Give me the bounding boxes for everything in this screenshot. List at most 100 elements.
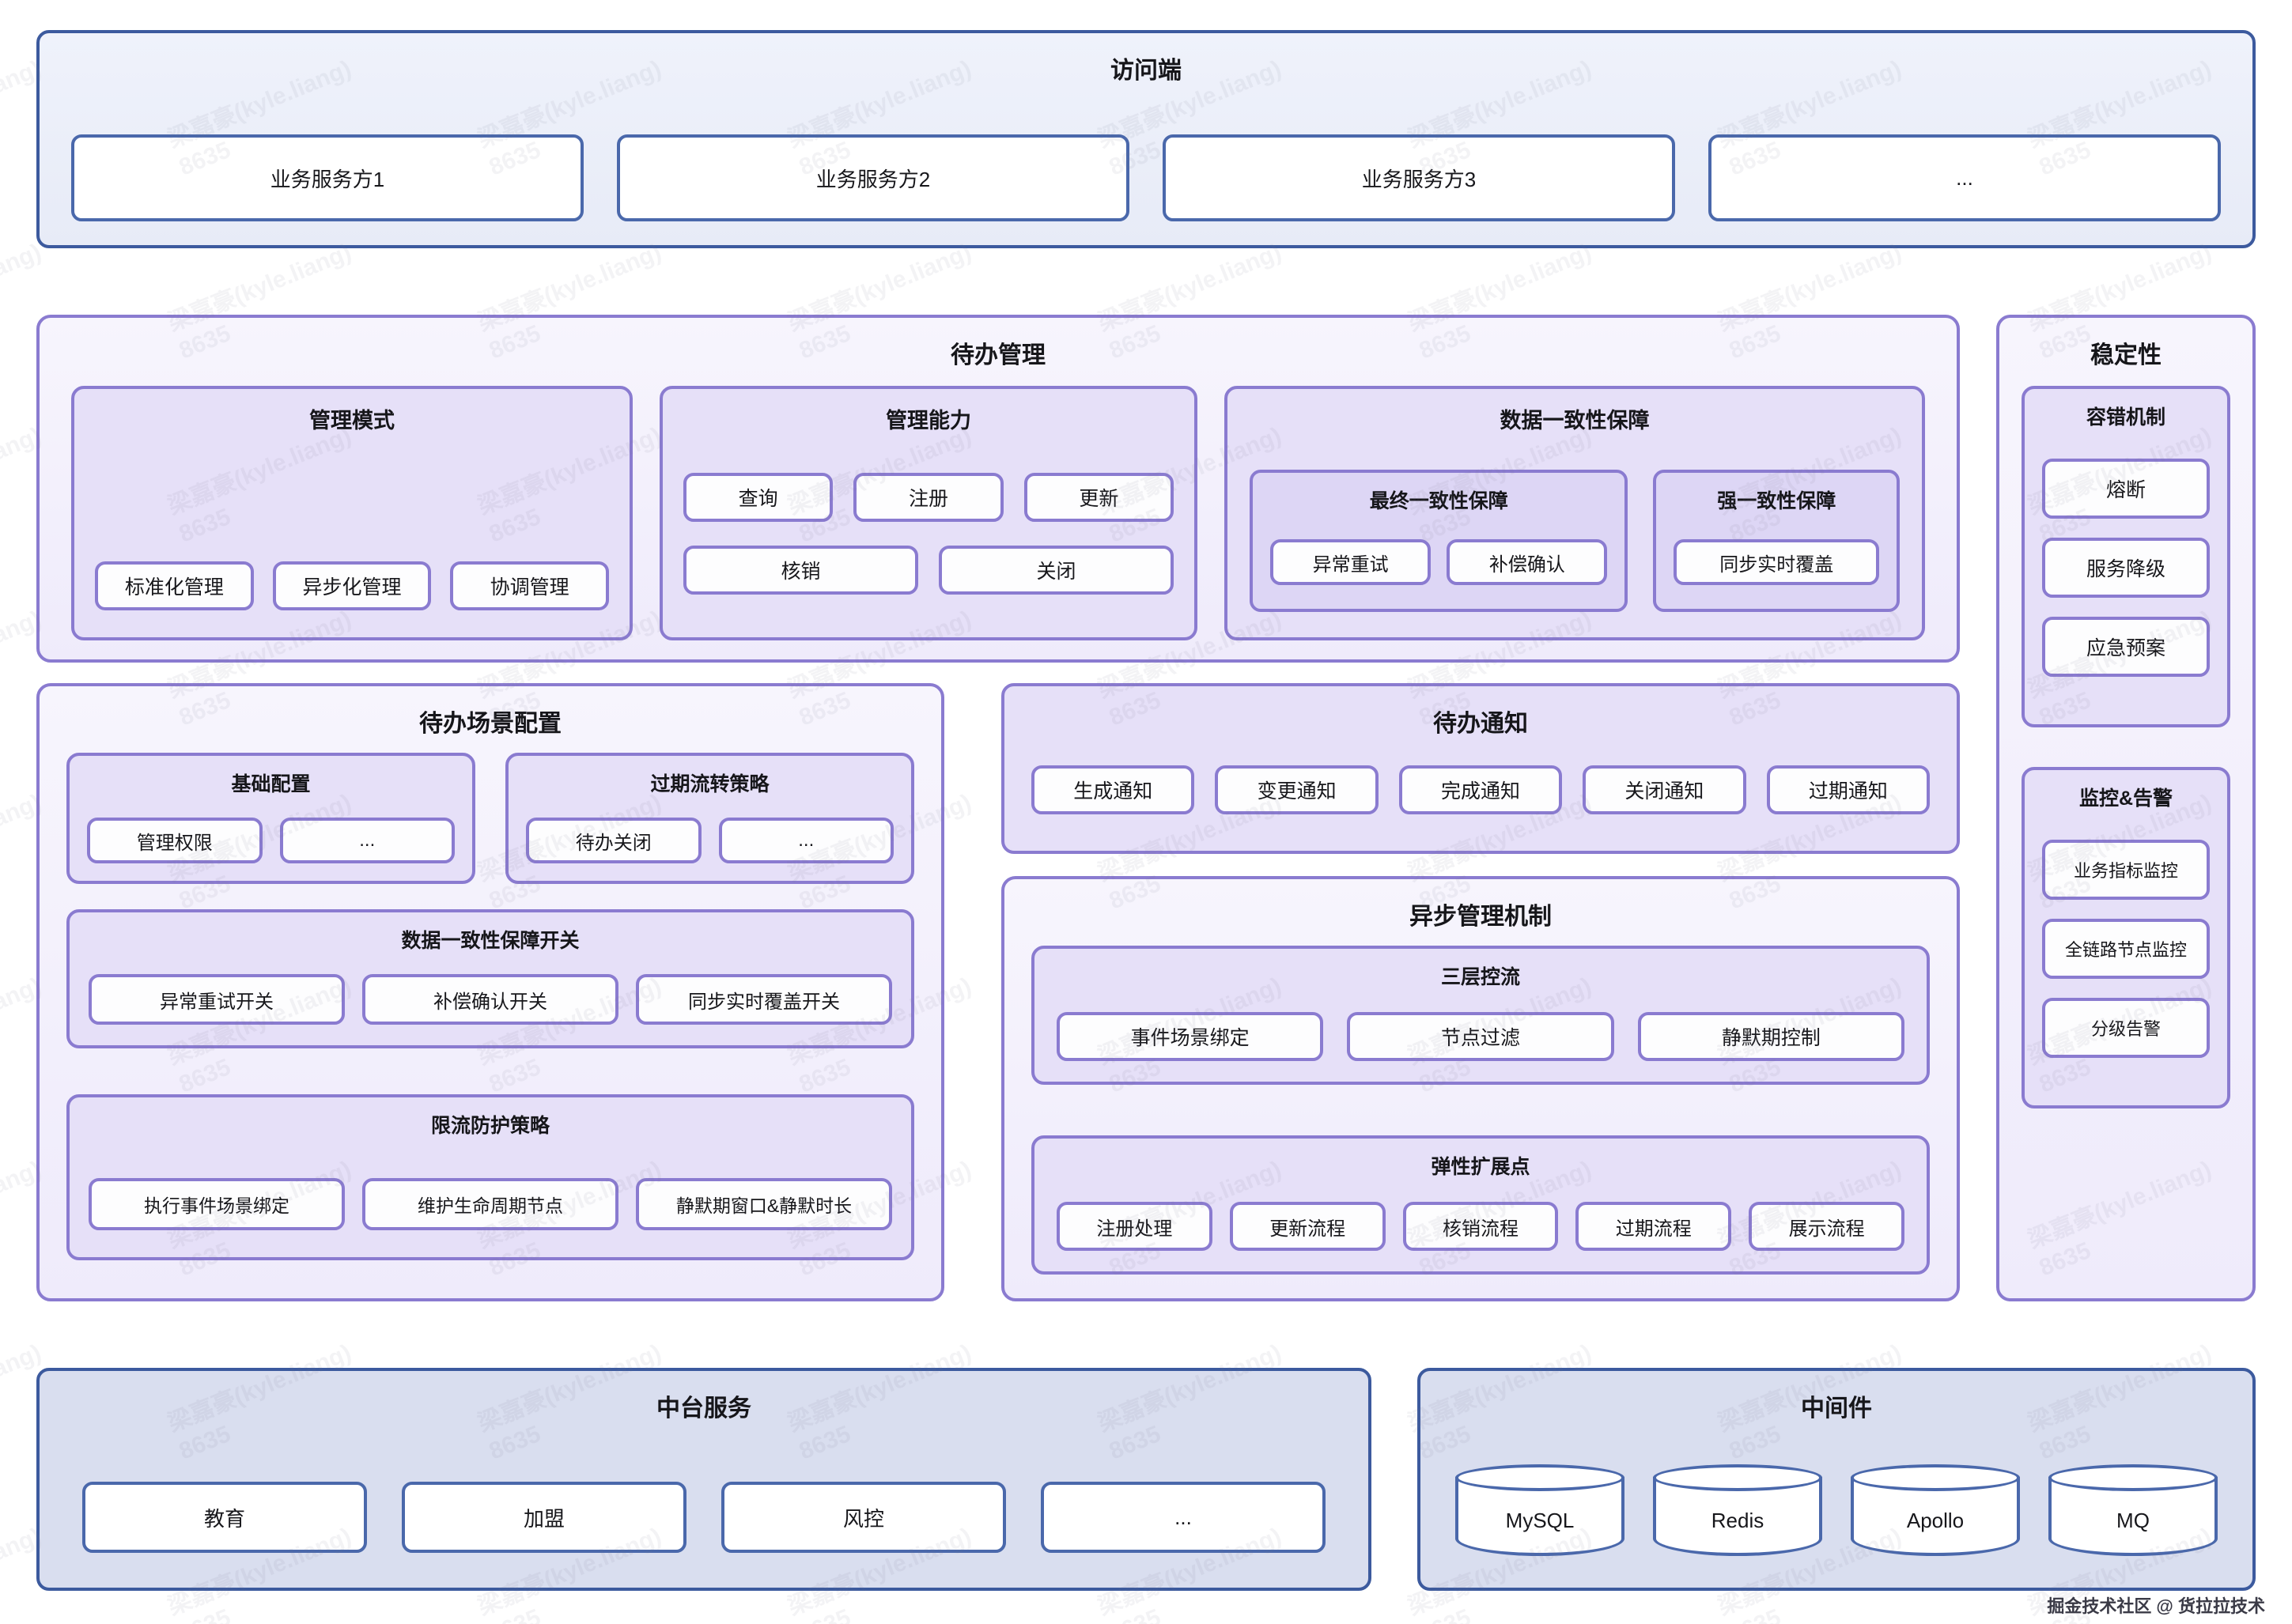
eventual-consistency-group: 最终一致性保障 异常重试 补偿确认 [1250, 470, 1628, 612]
management-mode-item[interactable]: 标准化管理 [95, 561, 254, 610]
three-layer-flow-items: 事件场景绑定 节点过滤 静默期控制 [1057, 1012, 1904, 1061]
eventual-consistency-title: 最终一致性保障 [1369, 490, 1508, 512]
platform-service-item[interactable]: 风控 [721, 1482, 1006, 1553]
platform-services-items: 教育 加盟 风控 ... [82, 1482, 1326, 1553]
database-cylinder-icon[interactable]: MQ [2048, 1464, 2218, 1556]
elastic-extension-item[interactable]: 核销流程 [1402, 1202, 1559, 1251]
monitor-alert-item[interactable]: 全链路节点监控 [2042, 919, 2210, 979]
consistency-switch-items: 异常重试开关 补偿确认开关 同步实时覆盖开关 [89, 974, 892, 1025]
management-ability-group: 管理能力 查询 注册 更新 核销 关闭 [660, 386, 1197, 640]
elastic-extension-item[interactable]: 注册处理 [1057, 1202, 1212, 1251]
cylinder-top [1653, 1464, 1822, 1491]
expire-policy-item[interactable]: 待办关闭 [526, 818, 702, 863]
monitor-alert-item[interactable]: 业务指标监控 [2042, 840, 2210, 900]
ratelimit-policy-item[interactable]: 执行事件场景绑定 [89, 1178, 345, 1230]
access-section: 访问端 业务服务方1 业务服务方2 业务服务方3 ... [36, 30, 2256, 248]
management-ability-title: 管理能力 [886, 409, 971, 432]
middleware-title: 中间件 [1801, 1396, 1872, 1422]
todo-notify-item[interactable]: 完成通知 [1398, 765, 1563, 814]
access-section-title: 访问端 [1110, 58, 1182, 84]
database-cylinder-icon[interactable]: MySQL [1455, 1464, 1624, 1556]
access-client-list: 业务服务方1 业务服务方2 业务服务方3 ... [71, 134, 2221, 221]
elastic-extension-item[interactable]: 展示流程 [1749, 1202, 1904, 1251]
management-ability-item[interactable]: 关闭 [939, 546, 1174, 595]
todo-notify-item[interactable]: 过期通知 [1766, 765, 1931, 814]
management-ability-row-1: 查询 注册 更新 [683, 473, 1174, 522]
three-layer-flow-title: 三层控流 [1440, 966, 1520, 988]
ratelimit-policy-group: 限流防护策略 执行事件场景绑定 维护生命周期节点 静默期窗口&静默时长 [66, 1094, 914, 1260]
todo-notify-item[interactable]: 关闭通知 [1583, 765, 1746, 814]
management-mode-items: 标准化管理 异步化管理 协调管理 [95, 561, 610, 610]
platform-services-title: 中台服务 [656, 1396, 751, 1422]
eventual-consistency-item[interactable]: 补偿确认 [1447, 539, 1608, 585]
scene-config-section: 待办场景配置 基础配置 管理权限 ... 过期流转策略 待办关闭 ... 数据一… [36, 683, 944, 1301]
stability-title: 稳定性 [2090, 342, 2162, 368]
management-ability-item[interactable]: 查询 [683, 473, 834, 522]
elastic-extension-items: 注册处理 更新流程 核销流程 过期流程 展示流程 [1057, 1202, 1904, 1251]
access-client-item[interactable]: ... [1708, 134, 2221, 221]
ratelimit-policy-item[interactable]: 静默期窗口&静默时长 [636, 1178, 892, 1230]
strong-consistency-group: 强一致性保障 同步实时覆盖 [1653, 470, 1900, 612]
basic-config-title: 基础配置 [231, 773, 311, 795]
basic-config-item[interactable]: ... [279, 818, 455, 863]
fault-tolerance-title: 容错机制 [2086, 406, 2165, 429]
platform-service-item[interactable]: 加盟 [402, 1482, 686, 1553]
platform-service-item[interactable]: ... [1041, 1482, 1326, 1553]
todo-notify-title: 待办通知 [1433, 711, 1528, 737]
ratelimit-policy-item[interactable]: 维护生命周期节点 [362, 1178, 618, 1230]
todo-notify-section: 待办通知 生成通知 变更通知 完成通知 关闭通知 过期通知 [1001, 683, 1960, 854]
expire-policy-title: 过期流转策略 [650, 773, 770, 795]
todo-notify-item[interactable]: 生成通知 [1031, 765, 1195, 814]
fault-tolerance-item[interactable]: 熔断 [2042, 459, 2210, 519]
data-consistency-title: 数据一致性保障 [1500, 409, 1650, 432]
fault-tolerance-item[interactable]: 服务降级 [2042, 538, 2210, 598]
middleware-item-label: MySQL [1505, 1509, 1575, 1532]
three-layer-flow-item[interactable]: 静默期控制 [1637, 1012, 1904, 1061]
basic-config-item[interactable]: 管理权限 [87, 818, 263, 863]
three-layer-flow-item[interactable]: 事件场景绑定 [1057, 1012, 1324, 1061]
consistency-switch-item[interactable]: 补偿确认开关 [362, 974, 618, 1025]
basic-config-items: 管理权限 ... [87, 818, 455, 863]
todo-notify-item[interactable]: 变更通知 [1215, 765, 1379, 814]
middleware-section: 中间件 MySQL Redis Apollo MQ [1417, 1368, 2256, 1591]
footer-credit: 掘金技术社区 @ 货拉拉技术 [2047, 1596, 2265, 1616]
consistency-switch-item[interactable]: 异常重试开关 [89, 974, 345, 1025]
platform-service-item[interactable]: 教育 [82, 1482, 367, 1553]
database-cylinder-icon[interactable]: Apollo [1851, 1464, 2020, 1556]
access-client-item[interactable]: 业务服务方3 [1163, 134, 1675, 221]
eventual-consistency-item[interactable]: 异常重试 [1270, 539, 1432, 585]
elastic-extension-item[interactable]: 过期流程 [1575, 1202, 1732, 1251]
expire-policy-item[interactable]: ... [718, 818, 894, 863]
elastic-extension-title: 弹性扩展点 [1431, 1156, 1530, 1178]
strong-consistency-title: 强一致性保障 [1717, 490, 1836, 512]
fault-tolerance-item[interactable]: 应急预案 [2042, 617, 2210, 677]
management-ability-item[interactable]: 更新 [1023, 473, 1174, 522]
management-mode-item[interactable]: 协调管理 [450, 561, 610, 610]
management-ability-item[interactable]: 注册 [853, 473, 1004, 522]
scene-config-title: 待办场景配置 [419, 711, 562, 737]
management-mode-item[interactable]: 异步化管理 [272, 561, 432, 610]
consistency-switch-title: 数据一致性保障开关 [401, 930, 580, 952]
fault-tolerance-group: 容错机制 熔断 服务降级 应急预案 [2022, 386, 2230, 727]
middleware-item-label: MQ [2116, 1509, 2150, 1532]
platform-services-section: 中台服务 教育 加盟 风控 ... [36, 1368, 1371, 1591]
monitor-alert-item[interactable]: 分级告警 [2042, 998, 2210, 1058]
monitor-alert-items: 业务指标监控 全链路节点监控 分级告警 [2042, 840, 2210, 1058]
todo-management-columns: 管理模式 标准化管理 异步化管理 协调管理 管理能力 查询 注册 更新 核销 关… [71, 386, 1925, 640]
access-client-item[interactable]: 业务服务方2 [617, 134, 1129, 221]
consistency-switch-item[interactable]: 同步实时覆盖开关 [636, 974, 892, 1025]
three-layer-flow-item[interactable]: 节点过滤 [1347, 1012, 1614, 1061]
elastic-extension-group: 弹性扩展点 注册处理 更新流程 核销流程 过期流程 展示流程 [1031, 1135, 1930, 1275]
expire-policy-items: 待办关闭 ... [526, 818, 894, 863]
management-ability-item[interactable]: 核销 [683, 546, 918, 595]
eventual-consistency-items: 异常重试 补偿确认 [1270, 539, 1608, 585]
access-client-item[interactable]: 业务服务方1 [71, 134, 584, 221]
data-consistency-subgroups: 最终一致性保障 异常重试 补偿确认 强一致性保障 同步实时覆盖 [1250, 470, 1900, 612]
database-cylinder-icon[interactable]: Redis [1653, 1464, 1822, 1556]
strong-consistency-item[interactable]: 同步实时覆盖 [1674, 539, 1879, 585]
management-ability-row-2: 核销 关闭 [683, 546, 1174, 595]
middleware-items: MySQL Redis Apollo MQ [1455, 1464, 2218, 1556]
cylinder-top [2048, 1464, 2218, 1491]
elastic-extension-item[interactable]: 更新流程 [1229, 1202, 1386, 1251]
monitor-alert-title: 监控&告警 [2078, 787, 2173, 810]
